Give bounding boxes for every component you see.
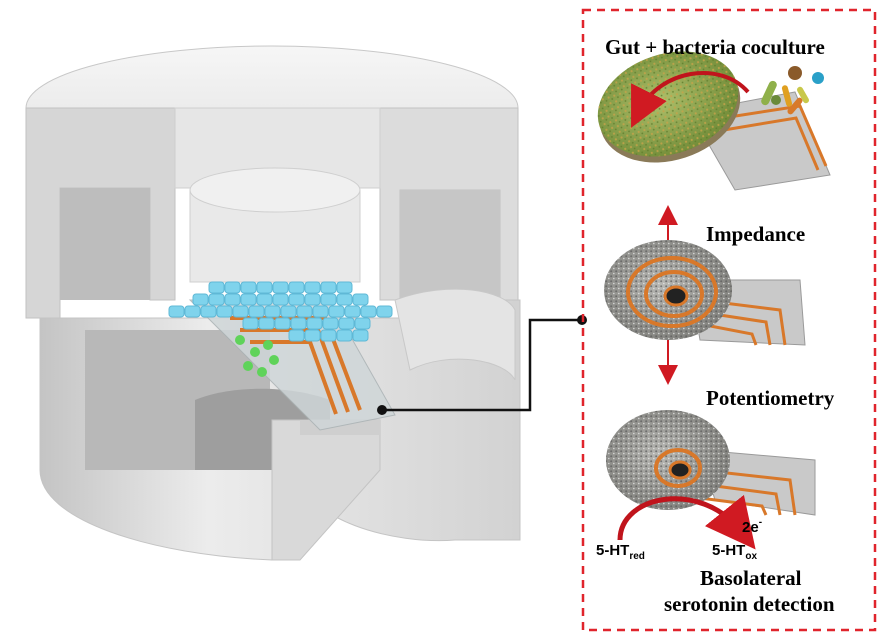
gut-cell <box>328 305 345 318</box>
gut-cell <box>232 305 249 318</box>
gut-cell-monolayer <box>168 281 393 342</box>
gut-cell <box>248 305 265 318</box>
gut-cell <box>344 305 361 318</box>
gut-cell <box>320 329 337 342</box>
gut-cell <box>184 305 201 318</box>
gut-cell <box>240 293 257 306</box>
upper-chamber-rim <box>189 167 361 213</box>
gut-cell <box>256 293 273 306</box>
oxidation-arrow <box>617 494 756 550</box>
serotonin-reduced-label: 5-HTred <box>596 542 645 562</box>
gut-cell <box>224 293 241 306</box>
gut-cell <box>304 281 321 294</box>
detail-panel-frame <box>581 8 877 632</box>
gut-cell <box>224 281 241 294</box>
serotonin-particle <box>263 340 273 350</box>
gut-cell <box>312 305 329 318</box>
gut-cell <box>200 305 217 318</box>
device-housing <box>25 45 521 561</box>
housing-cavity-right <box>400 190 500 300</box>
gut-cell <box>272 281 289 294</box>
bacterium-coccus <box>771 95 781 105</box>
impedance-title: Impedance <box>706 222 806 246</box>
gut-cell <box>264 305 281 318</box>
serotonin-particles <box>235 335 279 377</box>
impedance-ring-inner <box>644 270 704 318</box>
gut-cell <box>168 305 185 318</box>
bacterium-rod <box>761 80 777 106</box>
detection-caption-line2: serotonin detection <box>664 592 835 616</box>
sensor-trace <box>699 468 797 516</box>
gut-cell <box>192 293 209 306</box>
sensor-trace <box>699 482 782 516</box>
gut-cell <box>208 293 225 306</box>
gut-cell <box>290 317 307 330</box>
gut-cell <box>258 317 275 330</box>
seeding-arrow <box>631 71 750 128</box>
bacterium-rod <box>797 86 809 104</box>
gut-cell <box>376 305 393 318</box>
serotonin-particle <box>250 347 260 357</box>
gut-cell <box>280 305 297 318</box>
gut-cell <box>354 317 371 330</box>
bacterium-rod <box>781 85 793 107</box>
gut-cell <box>336 293 353 306</box>
gut-cell <box>242 317 259 330</box>
electron-label: 2e- <box>742 517 763 536</box>
gut-cell <box>274 317 291 330</box>
detection-caption-line1: Basolateral <box>700 566 802 590</box>
gut-cell <box>322 317 339 330</box>
potentiometry-title: Potentiometry <box>706 386 835 410</box>
gut-cell <box>304 329 321 342</box>
gut-cell <box>304 293 321 306</box>
serotonin-oxidized-label: 5-HTox <box>712 542 758 562</box>
housing-cavity-left <box>60 188 150 300</box>
sensor-trace <box>699 322 758 346</box>
coculture-title: Gut + bacteria coculture <box>605 35 825 59</box>
impedance-sensor <box>604 240 806 346</box>
gut-cell <box>208 281 225 294</box>
sensor-trace <box>709 104 828 167</box>
potentiometry-sensor <box>606 410 816 550</box>
sensor-disk-texture <box>606 410 730 510</box>
connector-line <box>382 318 582 412</box>
gut-cell <box>240 281 257 294</box>
bacterium-rod <box>787 97 803 115</box>
sensor-trace <box>711 116 820 171</box>
bacteria-cluster <box>761 66 824 115</box>
gut-cell <box>352 329 369 342</box>
gut-cell <box>336 281 353 294</box>
coculture-sensor <box>597 51 831 191</box>
gut-cell <box>336 329 353 342</box>
reference-ring <box>654 448 702 488</box>
serotonin-particle <box>235 335 245 345</box>
serotonin-particle <box>243 361 253 371</box>
gut-cell <box>352 293 369 306</box>
gut-cell <box>216 305 233 318</box>
housing-flange <box>394 288 516 381</box>
working-electrode <box>668 460 692 480</box>
gut-cell <box>320 281 337 294</box>
impedance-ring-outer <box>626 256 718 328</box>
bacterium-coccus <box>788 66 802 80</box>
serotonin-particle <box>257 367 267 377</box>
gut-cell <box>256 281 273 294</box>
gut-cell <box>288 281 305 294</box>
gut-cell <box>288 329 305 342</box>
serotonin-particle <box>269 355 279 365</box>
gut-cell <box>360 305 377 318</box>
gut-cell <box>296 305 313 318</box>
gut-cell <box>320 293 337 306</box>
bacterium-coccus <box>812 72 824 84</box>
gut-cell <box>272 293 289 306</box>
working-electrode <box>663 285 689 307</box>
gut-cell <box>338 317 355 330</box>
sensor-disk-texture <box>597 51 739 157</box>
gut-cell <box>288 293 305 306</box>
gut-cell <box>306 317 323 330</box>
